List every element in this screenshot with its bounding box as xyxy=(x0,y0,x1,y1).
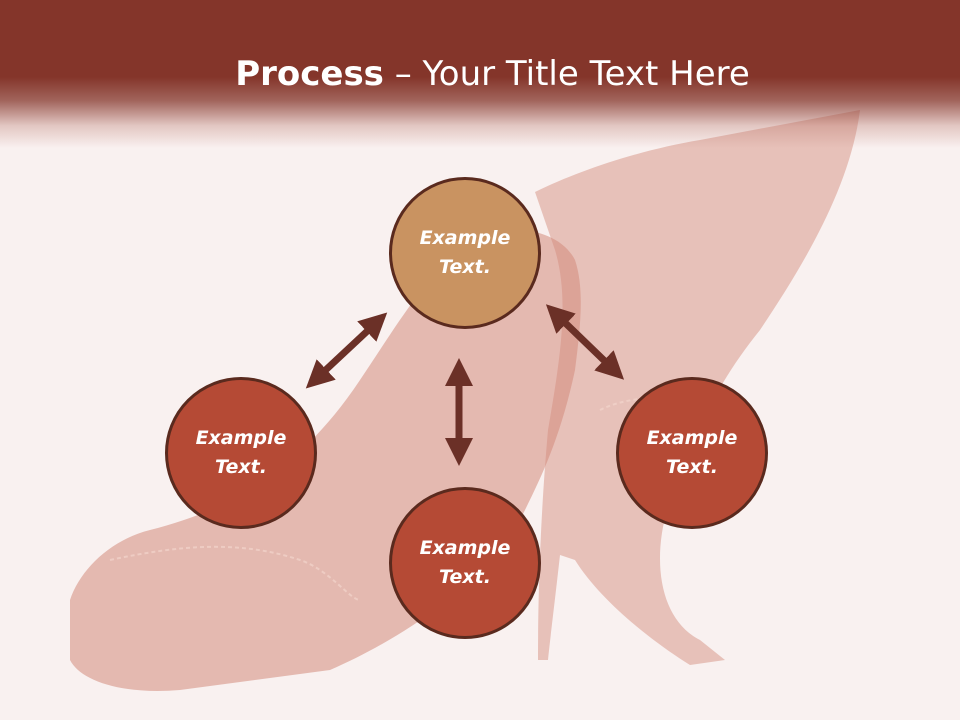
node-right-line1: Example xyxy=(646,427,738,449)
node-bottom: Example Text. xyxy=(389,487,541,639)
title-bar xyxy=(0,0,960,148)
shoe-stitch-line xyxy=(109,545,361,601)
node-top-line1: Example xyxy=(419,227,511,249)
node-top-line2: Text. xyxy=(439,256,491,278)
arrow-top-right xyxy=(545,304,625,380)
node-bottom-line2: Text. xyxy=(439,566,491,588)
node-bottom-line1: Example xyxy=(419,537,511,559)
node-left-line1: Example xyxy=(195,427,287,449)
title-rest: – Your Title Text Here xyxy=(383,54,750,94)
node-left: Example Text. xyxy=(165,377,317,529)
node-right-line2: Text. xyxy=(666,456,718,478)
title-bold: Process xyxy=(235,54,384,94)
slide-title: Process – Your Title Text Here xyxy=(0,52,960,96)
node-left-line2: Text. xyxy=(215,456,267,478)
arrow-top-left xyxy=(305,312,388,389)
node-right: Example Text. xyxy=(616,377,768,529)
node-top: Example Text. xyxy=(389,177,541,329)
